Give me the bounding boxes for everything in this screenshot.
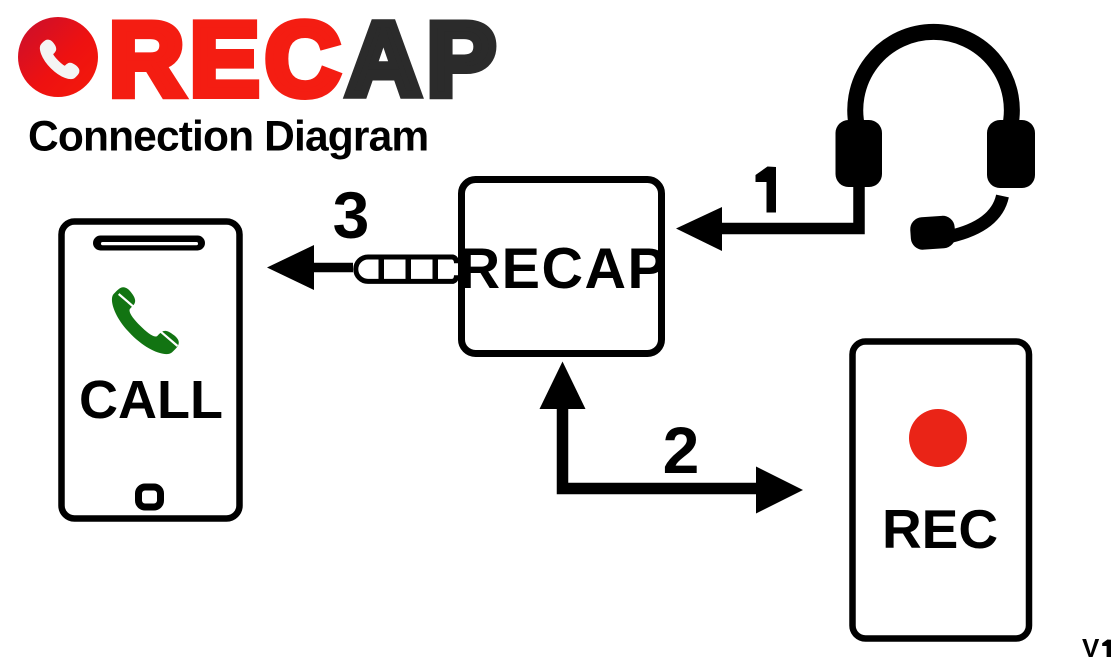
svg-text:RECAP: RECAP xyxy=(459,237,668,301)
svg-text:3: 3 xyxy=(333,178,370,252)
svg-text:REC: REC xyxy=(882,498,998,560)
svg-text:2: 2 xyxy=(663,413,700,487)
svg-text:Connection Diagram: Connection Diagram xyxy=(28,113,428,160)
svg-text:V: V xyxy=(1082,633,1100,663)
svg-text:RECAP: RECAP xyxy=(109,2,502,118)
svg-text:CALL: CALL xyxy=(79,370,223,430)
